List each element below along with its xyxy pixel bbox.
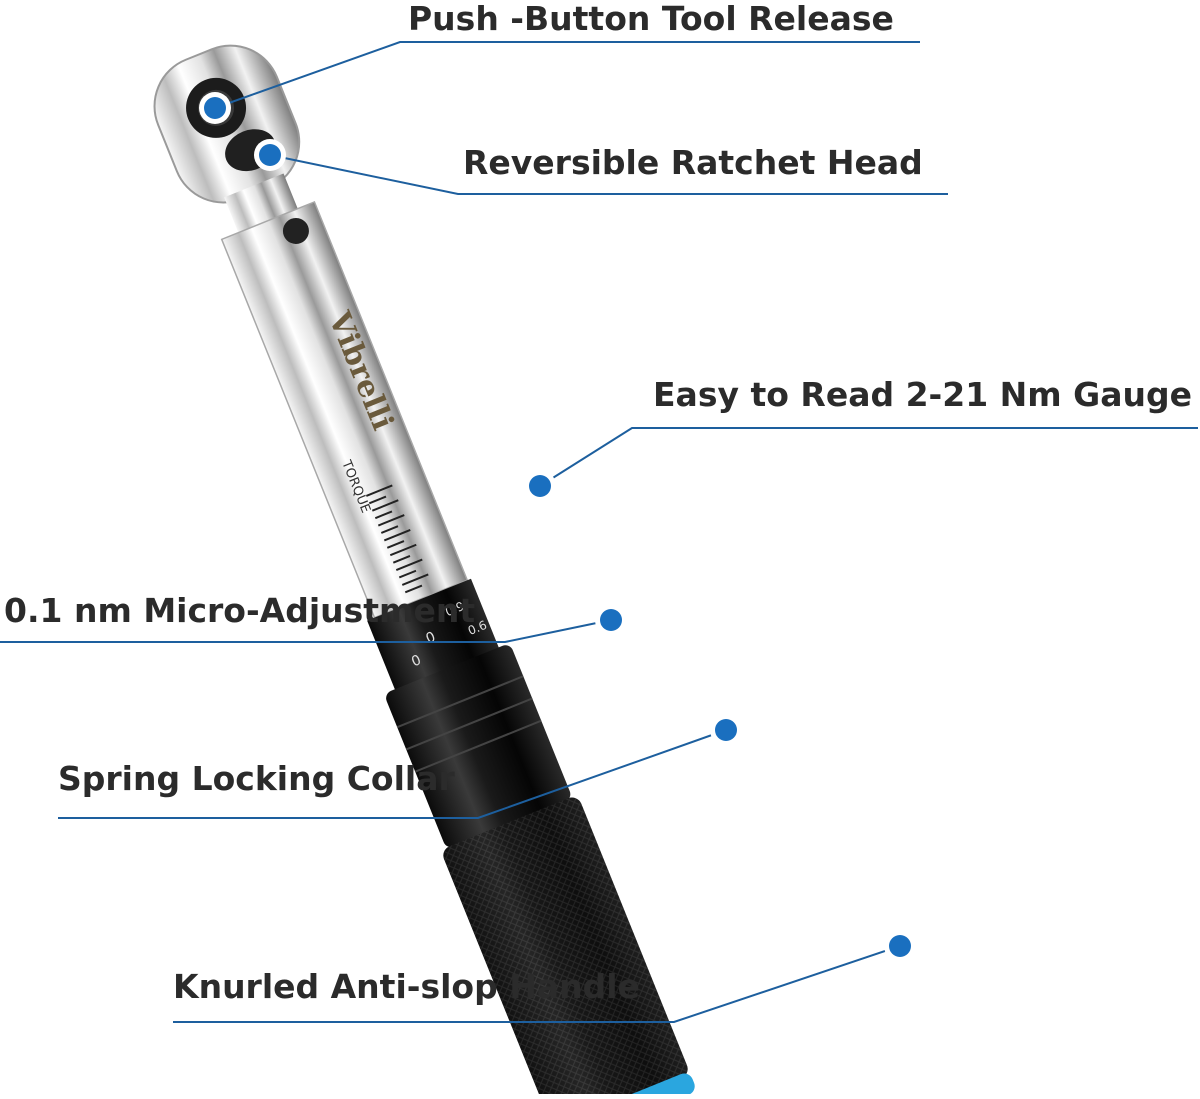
callout-marker-handle bbox=[889, 935, 911, 957]
callout-marker-gauge bbox=[529, 475, 551, 497]
callout-label-ratchet-head: Reversible Ratchet Head bbox=[463, 143, 923, 182]
gauge-tick bbox=[404, 584, 423, 594]
gauge-tick bbox=[374, 510, 393, 520]
gauge-tick bbox=[377, 514, 405, 527]
gauge-tick bbox=[368, 495, 387, 505]
gauge-tick bbox=[371, 499, 399, 512]
leader-line-handle bbox=[173, 945, 901, 1023]
gauge-tick bbox=[395, 558, 423, 571]
leader-line-locking-collar bbox=[58, 729, 727, 819]
callout-marker-locking-collar bbox=[715, 719, 737, 741]
micro-adjust-dial bbox=[367, 578, 500, 692]
gauge-tick bbox=[380, 525, 399, 534]
torque-gauge-scale bbox=[365, 484, 429, 594]
dial-mark: 0.9 bbox=[443, 599, 466, 619]
callout-marker-ratchet-head bbox=[259, 144, 281, 166]
handle-end-cap bbox=[554, 1073, 695, 1099]
callout-marker-micro-adjustment bbox=[600, 609, 622, 631]
dial-mark: 0.6 bbox=[466, 618, 489, 638]
callout-lines bbox=[0, 41, 1198, 1023]
leader-line-micro-adjustment bbox=[0, 619, 612, 643]
callout-label-locking-collar: Spring Locking Collar bbox=[58, 759, 455, 798]
callout-label-micro-adjustment: 0.1 nm Micro-Adjustment bbox=[4, 591, 476, 630]
callout-marker-tool-release bbox=[204, 97, 226, 119]
gauge-tick bbox=[398, 569, 417, 579]
gauge-tick bbox=[389, 543, 417, 557]
callout-label-handle: Knurled Anti-slop Handle bbox=[173, 967, 640, 1006]
leader-line-gauge bbox=[539, 427, 1198, 487]
leader-line-ratchet-head bbox=[269, 154, 948, 195]
gauge-tick bbox=[392, 554, 411, 564]
gauge-tick bbox=[365, 484, 393, 497]
leader-line-tool-release bbox=[214, 41, 920, 109]
callout-label-tool-release: Push -Button Tool Release bbox=[408, 0, 894, 38]
callout-label-gauge: Easy to Read 2-21 Nm Gauge bbox=[653, 375, 1192, 414]
gauge-tick bbox=[386, 540, 405, 549]
chrome-tube bbox=[220, 200, 469, 619]
gauge-tick bbox=[383, 528, 411, 542]
wrench-body: Vibrelli TORQUE 0 0 0.9 0.6 bbox=[153, 44, 695, 1099]
gauge-tick bbox=[401, 573, 429, 586]
